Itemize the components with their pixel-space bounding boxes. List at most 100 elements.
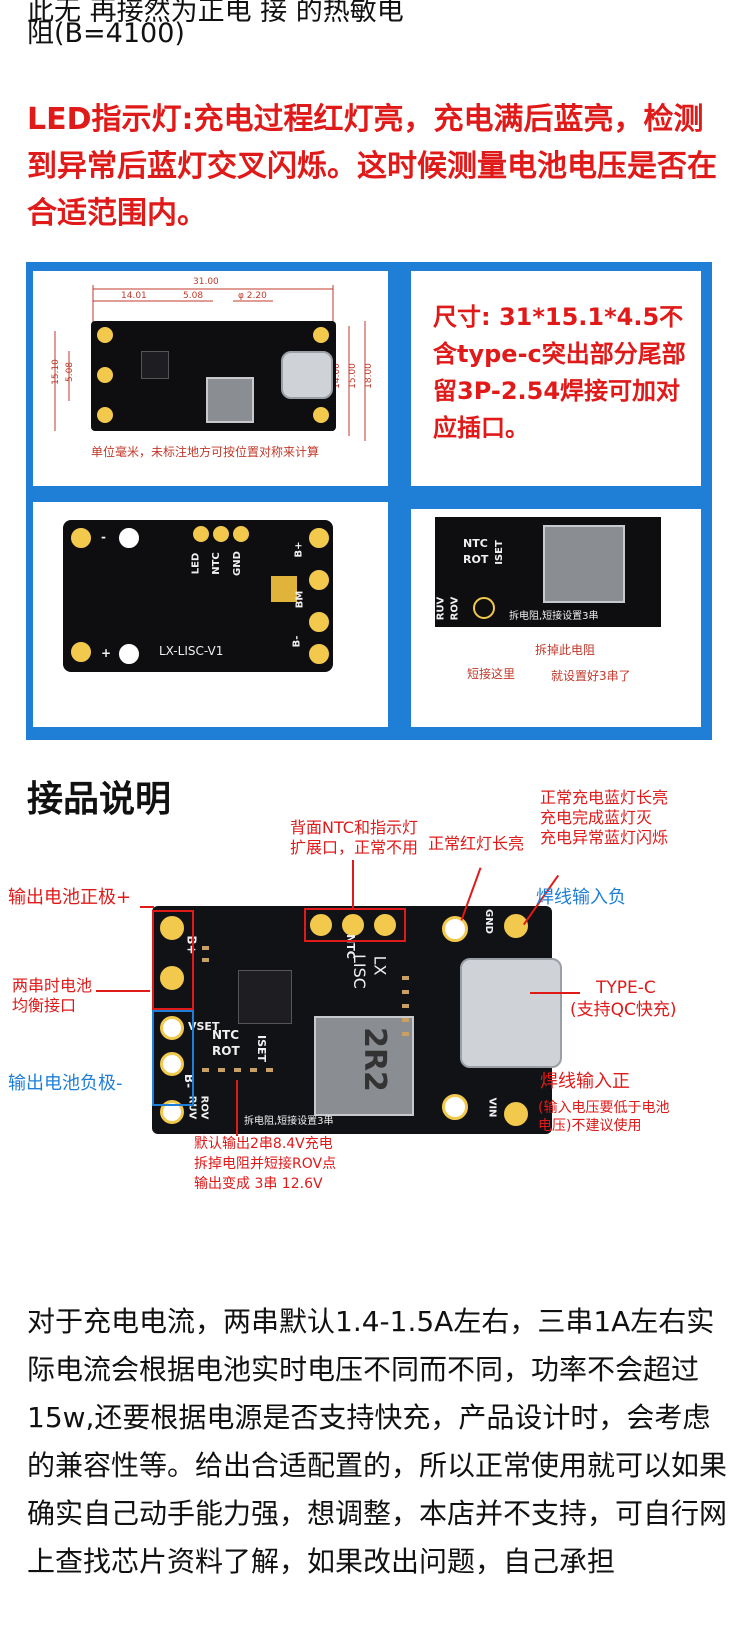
pad-vin [504,1102,528,1126]
ann-in-pos-note-2: 电压)不建议使用 [538,1118,642,1134]
charging-current-note: 对于充电电流，两串默认1.4-1.5A左右，三串1A左右实际电流会根据电池实时电… [27,1305,728,1578]
ann-blue-3: 充电异常蓝灯闪烁 [540,828,669,847]
silk-lx: LX [370,955,390,976]
ann-back-ntc-2: 扩展口，正常不用 [290,838,419,857]
silk-bplus: B+ [293,541,305,558]
ann-default-1: 默认输出2串8.4V充电 [194,1136,333,1152]
arrow-line [140,906,154,908]
pad-top [310,914,332,936]
ann-balance-2: 均衡接口 [12,996,77,1015]
silk-iset: ISET [493,540,505,565]
pad [97,367,113,383]
smd [402,1004,409,1008]
pad [193,526,209,542]
inductor: 2R2 [314,1016,414,1116]
caption-set-3s: 就设置好3串了 [551,669,631,683]
pad [309,528,329,548]
ann-out-neg: 输出电池负极- [8,1073,123,1094]
silk-gnd: GND [231,551,243,576]
dim-seg-3: φ 2.20 [238,291,267,301]
pad [233,526,249,542]
smd [234,1068,241,1072]
pad [309,612,329,632]
spec-tile: 尺寸: 31*15.1*4.5不含type-c突出部分尾部留3P-2.54焊接可… [411,271,701,486]
silk-ntc: NTC [210,552,222,575]
main-pcb: 2R2 B+ B- VSET NTC ROT ISET NTC LX LISC … [152,906,562,1134]
silk-ruv: RUV [435,596,447,621]
pcb-closeup: NTC ROT ISET RUV ROV 拆电阻,短接设置3串 [435,517,661,627]
intro-line-2: 阻(B=4100) [27,18,185,49]
product-image-panel: 31.00 14.01 5.08 φ 2.20 15.10 5.08 14.00… [26,262,712,740]
smd [202,958,209,962]
pad [71,642,91,662]
mount-hole [119,644,139,664]
pad [309,644,329,664]
smd [402,990,409,994]
silk-gnd: GND [482,909,494,934]
smd [266,1068,273,1072]
dim-left-1: 15.10 [50,359,61,385]
ann-blue-1: 正常充电蓝灯长亮 [540,788,669,807]
smd [202,946,209,950]
led-indicator-note: LED指示灯:充电过程红灯亮，充电满后蓝亮，检测到异常后蓝灯交叉闪烁。这时候测量… [27,102,717,231]
silk-bm: BM [294,590,306,609]
pad-vset [160,1016,184,1040]
pcb-front-small [91,321,336,431]
dim-seg-1: 14.01 [121,291,147,301]
arrow-line [96,990,150,992]
dim-right-3: 18.00 [363,363,374,389]
inductor [206,377,254,423]
mount-hole [442,916,468,942]
arrow-line [530,992,580,994]
smd [250,1068,257,1072]
ann-typec-1: TYPE-C [596,978,656,998]
ann-in-neg: 焊线输入负 [536,887,626,908]
pcb-back: LED NTC GND B+ BM B- - + LX-LISC-V1 [63,520,333,672]
pad-bplus [160,916,184,940]
silk-vset: VSET [188,1020,220,1033]
mount-hole [119,528,139,548]
inductor [543,525,625,603]
pad-top [374,914,396,936]
silk-rot: ROT [212,1044,240,1058]
silk-ntc: NTC [212,1028,240,1042]
dim-right-2: 15.00 [347,363,358,389]
silk-plus: + [101,646,112,660]
dim-left-2: 5.08 [65,361,76,383]
dim-footnote: 单位毫米，未标注地方可按位置对称来计算 [91,445,320,459]
highlight-bplus [152,910,194,1010]
ic-chip [141,351,169,379]
dim-seg-2: 5.08 [183,291,204,301]
caption-short-here: 短接这里 [467,667,516,681]
pad [313,407,329,423]
silk-minus: - [101,530,106,544]
pad [313,327,329,343]
silk-note: 拆电阻,短接设置3串 [244,1116,334,1127]
silk-model: LX-LISC-V1 [159,644,224,658]
highlight-top-pads [304,908,406,942]
silk-led: LED [190,552,202,575]
silk-rov: ROV [198,1095,210,1120]
ann-out-pos: 输出电池正极+ [8,887,132,908]
silk-iset: ISET [255,1034,269,1063]
short-point-circle [473,597,495,619]
pad-bplus-2 [160,966,184,990]
pad-gnd [504,914,528,938]
smd [402,1018,409,1022]
board-back-tile: LED NTC GND B+ BM B- - + LX-LISC-V1 [33,502,388,727]
arrow-line [352,860,354,908]
inductor-label: 2R2 [356,1027,392,1092]
section-title: 接品说明 [27,779,172,820]
usb-c-port[interactable] [460,958,562,1068]
smd [218,1068,225,1072]
smd [402,976,409,980]
silk-rov: ROV [449,596,461,621]
ann-red-led: 正常红灯长亮 [428,834,525,853]
silk-bminus: B- [291,635,303,648]
ann-default-3: 输出变成 3串 12.6V [194,1176,323,1192]
silk-vin: VIN [486,1097,498,1118]
pad [309,570,329,590]
intro-line-1: 此无 再接然为正电 接 的热敏电 [27,0,404,27]
pad-square [271,576,297,602]
charger-ic [238,970,292,1024]
